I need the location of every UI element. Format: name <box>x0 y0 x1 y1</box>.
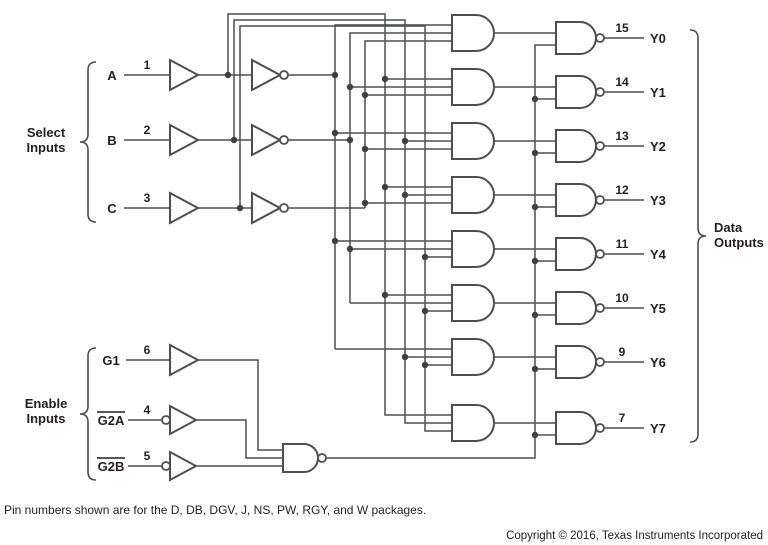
nand-gate-y1 <box>555 75 597 109</box>
output-label-y5: Y5 <box>650 301 666 316</box>
output-label-y2: Y2 <box>650 139 666 154</box>
and-gate-y3 <box>451 176 495 214</box>
pin-number-y0: 15 <box>615 21 629 35</box>
output-label-y1: Y1 <box>650 85 666 100</box>
data-outputs-label-line1: Data <box>714 220 743 235</box>
nand-y0-bubble <box>595 33 605 43</box>
output-label-y4: Y4 <box>650 247 667 262</box>
labels: Select Inputs Enable Inputs Data Outputs… <box>25 21 764 474</box>
pin-number-b: 2 <box>144 123 151 137</box>
wire-outputs <box>604 37 644 429</box>
and-gate-y0 <box>451 14 495 52</box>
buffer-b <box>169 123 201 157</box>
buffer-g2b-input-bubble <box>161 461 171 471</box>
nand-y5-bubble <box>595 303 605 313</box>
nand-gate-y2 <box>555 129 597 163</box>
input-label-a: A <box>107 68 117 83</box>
inverter-c-bubble <box>279 203 289 213</box>
pin-number-y6: 9 <box>619 345 626 359</box>
data-outputs-label-line2: Outputs <box>714 235 764 250</box>
inverter-b <box>251 123 283 157</box>
select-inputs-label-line2: Inputs <box>27 140 66 155</box>
select-inputs-label-line1: Select <box>27 125 66 140</box>
pin-number-c: 3 <box>144 191 151 205</box>
enable-nand-gate <box>282 443 319 473</box>
nand-y3-bubble <box>595 195 605 205</box>
enable-nand-bubble <box>317 453 327 463</box>
nand-y4-bubble <box>595 249 605 259</box>
input-label-g2b: G2B <box>98 459 125 474</box>
buffer-g1 <box>169 343 201 377</box>
nand-gate-y0 <box>555 21 597 55</box>
select-inputs-brace <box>79 61 97 223</box>
input-label-c: C <box>107 201 117 216</box>
buffer-g2a-input-bubble <box>161 415 171 425</box>
pin-package-note: Pin numbers shown are for the D, DB, DGV… <box>4 503 426 517</box>
pin-number-a: 1 <box>144 58 151 72</box>
output-nand-gates <box>555 21 605 445</box>
pin-number-y1: 14 <box>615 75 629 89</box>
and-gate-y7 <box>451 404 495 442</box>
pin-number-g1: 6 <box>144 343 151 357</box>
pin-number-y4: 11 <box>616 237 629 251</box>
wiring <box>124 13 644 467</box>
pin-number-y7: 7 <box>619 411 626 425</box>
input-label-g2a: G2A <box>98 413 125 428</box>
output-label-y0: Y0 <box>650 31 666 46</box>
data-outputs-brace <box>689 29 707 443</box>
and-gate-y2 <box>451 122 495 160</box>
buffer-g2a <box>169 404 199 436</box>
nand-gate-y6 <box>555 345 597 379</box>
nand-y7-bubble <box>595 423 605 433</box>
enable-inputs-label-line1: Enable <box>25 396 68 411</box>
and-gate-y6 <box>451 338 495 376</box>
wire-and-to-nand <box>494 32 556 424</box>
wire-complement-buses <box>334 24 452 350</box>
buffer-g2b <box>169 450 199 482</box>
wire-true-buses <box>227 13 452 432</box>
nand-gate-y7 <box>555 411 597 445</box>
nand-y6-bubble <box>595 357 605 367</box>
inverter-a-bubble <box>279 70 289 80</box>
footer: Pin numbers shown are for the D, DB, DGV… <box>4 503 763 542</box>
and-gate-y1 <box>451 68 495 106</box>
junction-dots <box>224 71 539 439</box>
decode-and-gates <box>451 14 495 442</box>
group-braces <box>79 29 707 481</box>
output-label-y3: Y3 <box>650 193 666 208</box>
copyright-notice: Copyright © 2016, Texas Instruments Inco… <box>506 530 763 542</box>
pin-number-y3: 12 <box>615 183 629 197</box>
pin-number-g2a: 4 <box>144 403 151 417</box>
nand-gate-y5 <box>555 291 597 325</box>
nand-gate-y4 <box>555 237 597 271</box>
output-label-y6: Y6 <box>650 355 666 370</box>
pin-number-g2b: 5 <box>144 449 151 463</box>
and-gate-y5 <box>451 284 495 322</box>
and-gate-y4 <box>451 230 495 268</box>
pin-number-y5: 10 <box>615 291 629 305</box>
inverter-a <box>251 58 283 92</box>
inverter-b-bubble <box>279 135 289 145</box>
pin-number-y2: 13 <box>615 129 629 143</box>
input-label-g1: G1 <box>102 353 119 368</box>
nand-y2-bubble <box>595 141 605 151</box>
nand-y1-bubble <box>595 87 605 97</box>
wire-enable <box>126 44 556 467</box>
output-label-y7: Y7 <box>650 421 666 436</box>
buffer-a <box>169 58 201 92</box>
enable-inputs-label-line2: Inputs <box>27 411 66 426</box>
nand-gate-y3 <box>555 183 597 217</box>
input-buffers <box>161 58 327 482</box>
wire-select-input-rows <box>124 74 365 209</box>
inverter-c <box>251 191 283 225</box>
input-label-b: B <box>107 133 116 148</box>
buffer-c <box>169 191 201 225</box>
enable-inputs-brace <box>79 347 97 481</box>
